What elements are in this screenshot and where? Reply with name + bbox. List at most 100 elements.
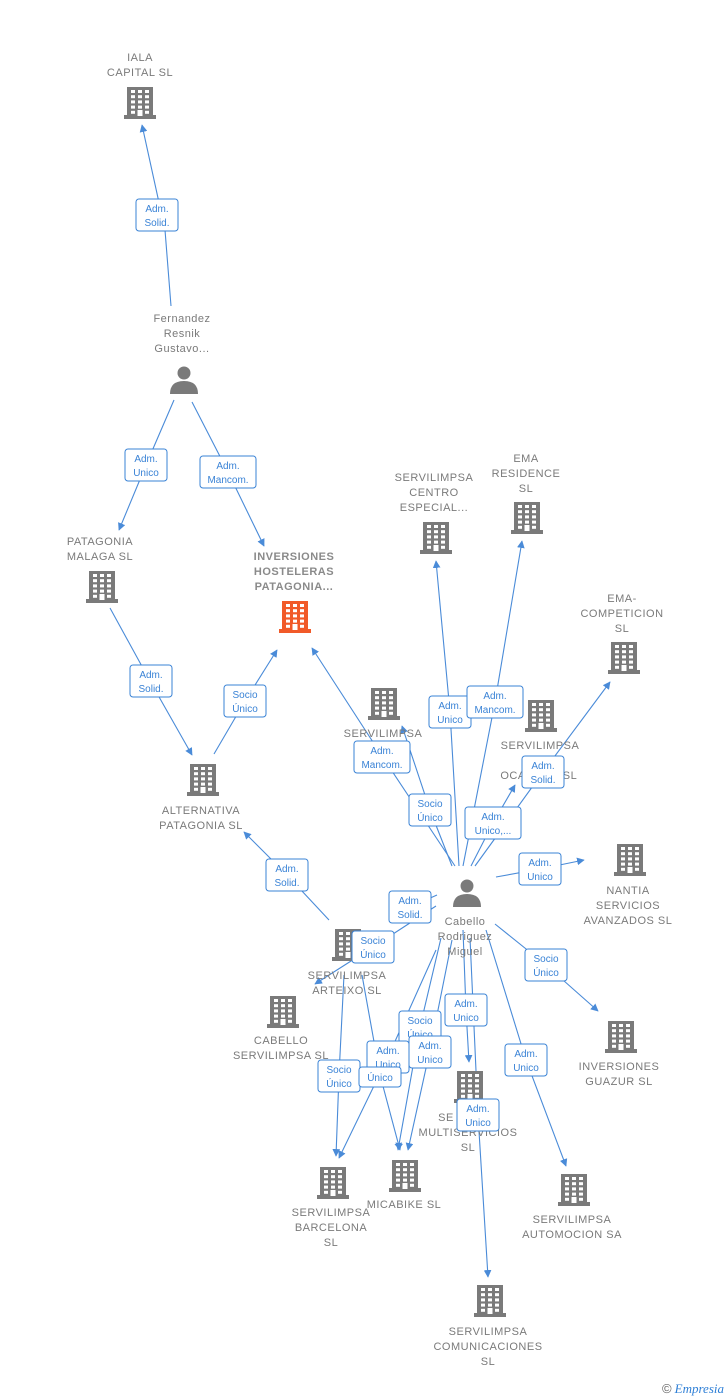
node-label-line: SL [324,1237,338,1249]
building-icon[interactable] [608,642,640,674]
edge-label-text: Adm. [514,1049,537,1060]
node-micabike[interactable]: MICABIKE SL [367,1160,442,1211]
building-icon[interactable] [558,1174,590,1206]
edge-label-e4[interactable]: Adm.Solid. [129,664,173,698]
edge-label-e19[interactable]: Adm.Unico [408,1035,452,1069]
node-label-line: IALA [127,52,153,64]
edge-label-e8[interactable]: Adm.Mancom. [466,685,524,719]
building-icon[interactable] [279,601,311,633]
edge-label-text: Solid. [530,775,555,786]
edge-label-text: Adm. [418,1041,441,1052]
edge-label-box [124,448,168,482]
edge-label-text: Adm. [370,746,393,757]
building-icon[interactable] [614,844,646,876]
building-icon[interactable] [187,764,219,796]
edge-label-box [129,664,173,698]
edge-label-text: Adm. [454,999,477,1010]
building-icon[interactable] [389,1160,421,1192]
edge-label-e13[interactable]: Adm.Solid. [265,858,309,892]
building-icon[interactable] [317,1167,349,1199]
edge-label-e17[interactable]: Adm.Unico [444,993,488,1027]
edge-label-text: Adm. [376,1046,399,1057]
edge-label-text: Adm. [483,691,506,702]
node-label-line: HOSTELERAS [254,566,334,578]
edge-label-box [353,740,411,774]
node-label-line: EMA- [607,593,637,605]
building-icon[interactable] [474,1285,506,1317]
edge-label-text: Adm. [481,812,504,823]
building-icon[interactable] [368,688,400,720]
building-icon[interactable] [454,1071,486,1103]
node-servilimpsa-b[interactable]: SERVILIMPSA [501,700,580,752]
building-icon[interactable] [267,996,299,1028]
building-icon[interactable] [420,522,452,554]
edge-label-e14[interactable]: Adm.Solid. [388,890,432,924]
edge-label-e1[interactable]: Adm.Solid. [135,198,179,232]
building-icon[interactable] [86,571,118,603]
edge-label-text: Solid. [144,218,169,229]
building-icon[interactable] [124,87,156,119]
edge-label-e24[interactable]: Adm.Unico [456,1098,500,1132]
node-servilimpsa-a[interactable]: SERVILIMPSA [344,688,423,740]
node-label-line: SERVILIMPSA SL [233,1050,329,1062]
edge-label-box [199,455,257,489]
node-label-line: SE [438,1112,454,1124]
node-fernandez[interactable]: FernandezResnikGustavo... [153,313,210,394]
edge-label-box [456,1098,500,1132]
edge-label-text: Adm. [275,864,298,875]
edge-label-text: Unico [527,872,553,883]
node-label-line: SL [519,483,533,495]
edge-label-text: Adm. [134,454,157,465]
edge-label-text: Único [417,811,443,824]
building-icon[interactable] [511,502,543,534]
person-icon[interactable] [170,366,198,395]
copyright-symbol: © [662,1381,672,1396]
edge-label-e9[interactable]: Adm.Solid. [521,755,565,789]
footer-brand[interactable]: ©Empresia [662,1381,724,1397]
edge-label-e12[interactable]: Adm. Unico [518,852,562,886]
person-icon[interactable] [453,879,481,908]
edge-label-text: Único [533,966,559,979]
edge-label-e3[interactable]: Adm.Mancom. [199,455,257,489]
edge-label-e11[interactable]: Adm. Unico,... [464,806,522,840]
edge-label-text: Adm. [528,858,551,869]
edge-label-e7[interactable]: Adm.Unico [428,695,472,729]
node-label-line: ALTERNATIVA [162,805,240,817]
edge-label-e22[interactable]: Único [358,1066,402,1088]
node-label-line: EMA [513,453,539,465]
edge-label-e23[interactable]: Adm.Unico [504,1043,548,1077]
edge-label-text: Unico,... [475,826,512,837]
node-centro-especial[interactable]: SERVILIMPSACENTROESPECIAL... [395,472,474,554]
building-icon[interactable] [525,700,557,732]
edge-label-box [135,198,179,232]
edge-label-text: Adm. [438,701,461,712]
edge-label-e6[interactable]: Adm.Mancom. [353,740,411,774]
edge-label-text: Único [360,948,386,961]
edge-label-e2[interactable]: Adm.Unico [124,448,168,482]
edge-label-text: Unico [375,1060,401,1071]
edge-label-text: Solid. [138,684,163,695]
node-label-line: SERVILIMPSA [395,472,474,484]
node-label-line: Gustavo... [154,343,209,355]
node-inversiones-hosteleras[interactable]: INVERSIONESHOSTELERASPATAGONIA... [254,551,335,633]
building-icon[interactable] [605,1021,637,1053]
